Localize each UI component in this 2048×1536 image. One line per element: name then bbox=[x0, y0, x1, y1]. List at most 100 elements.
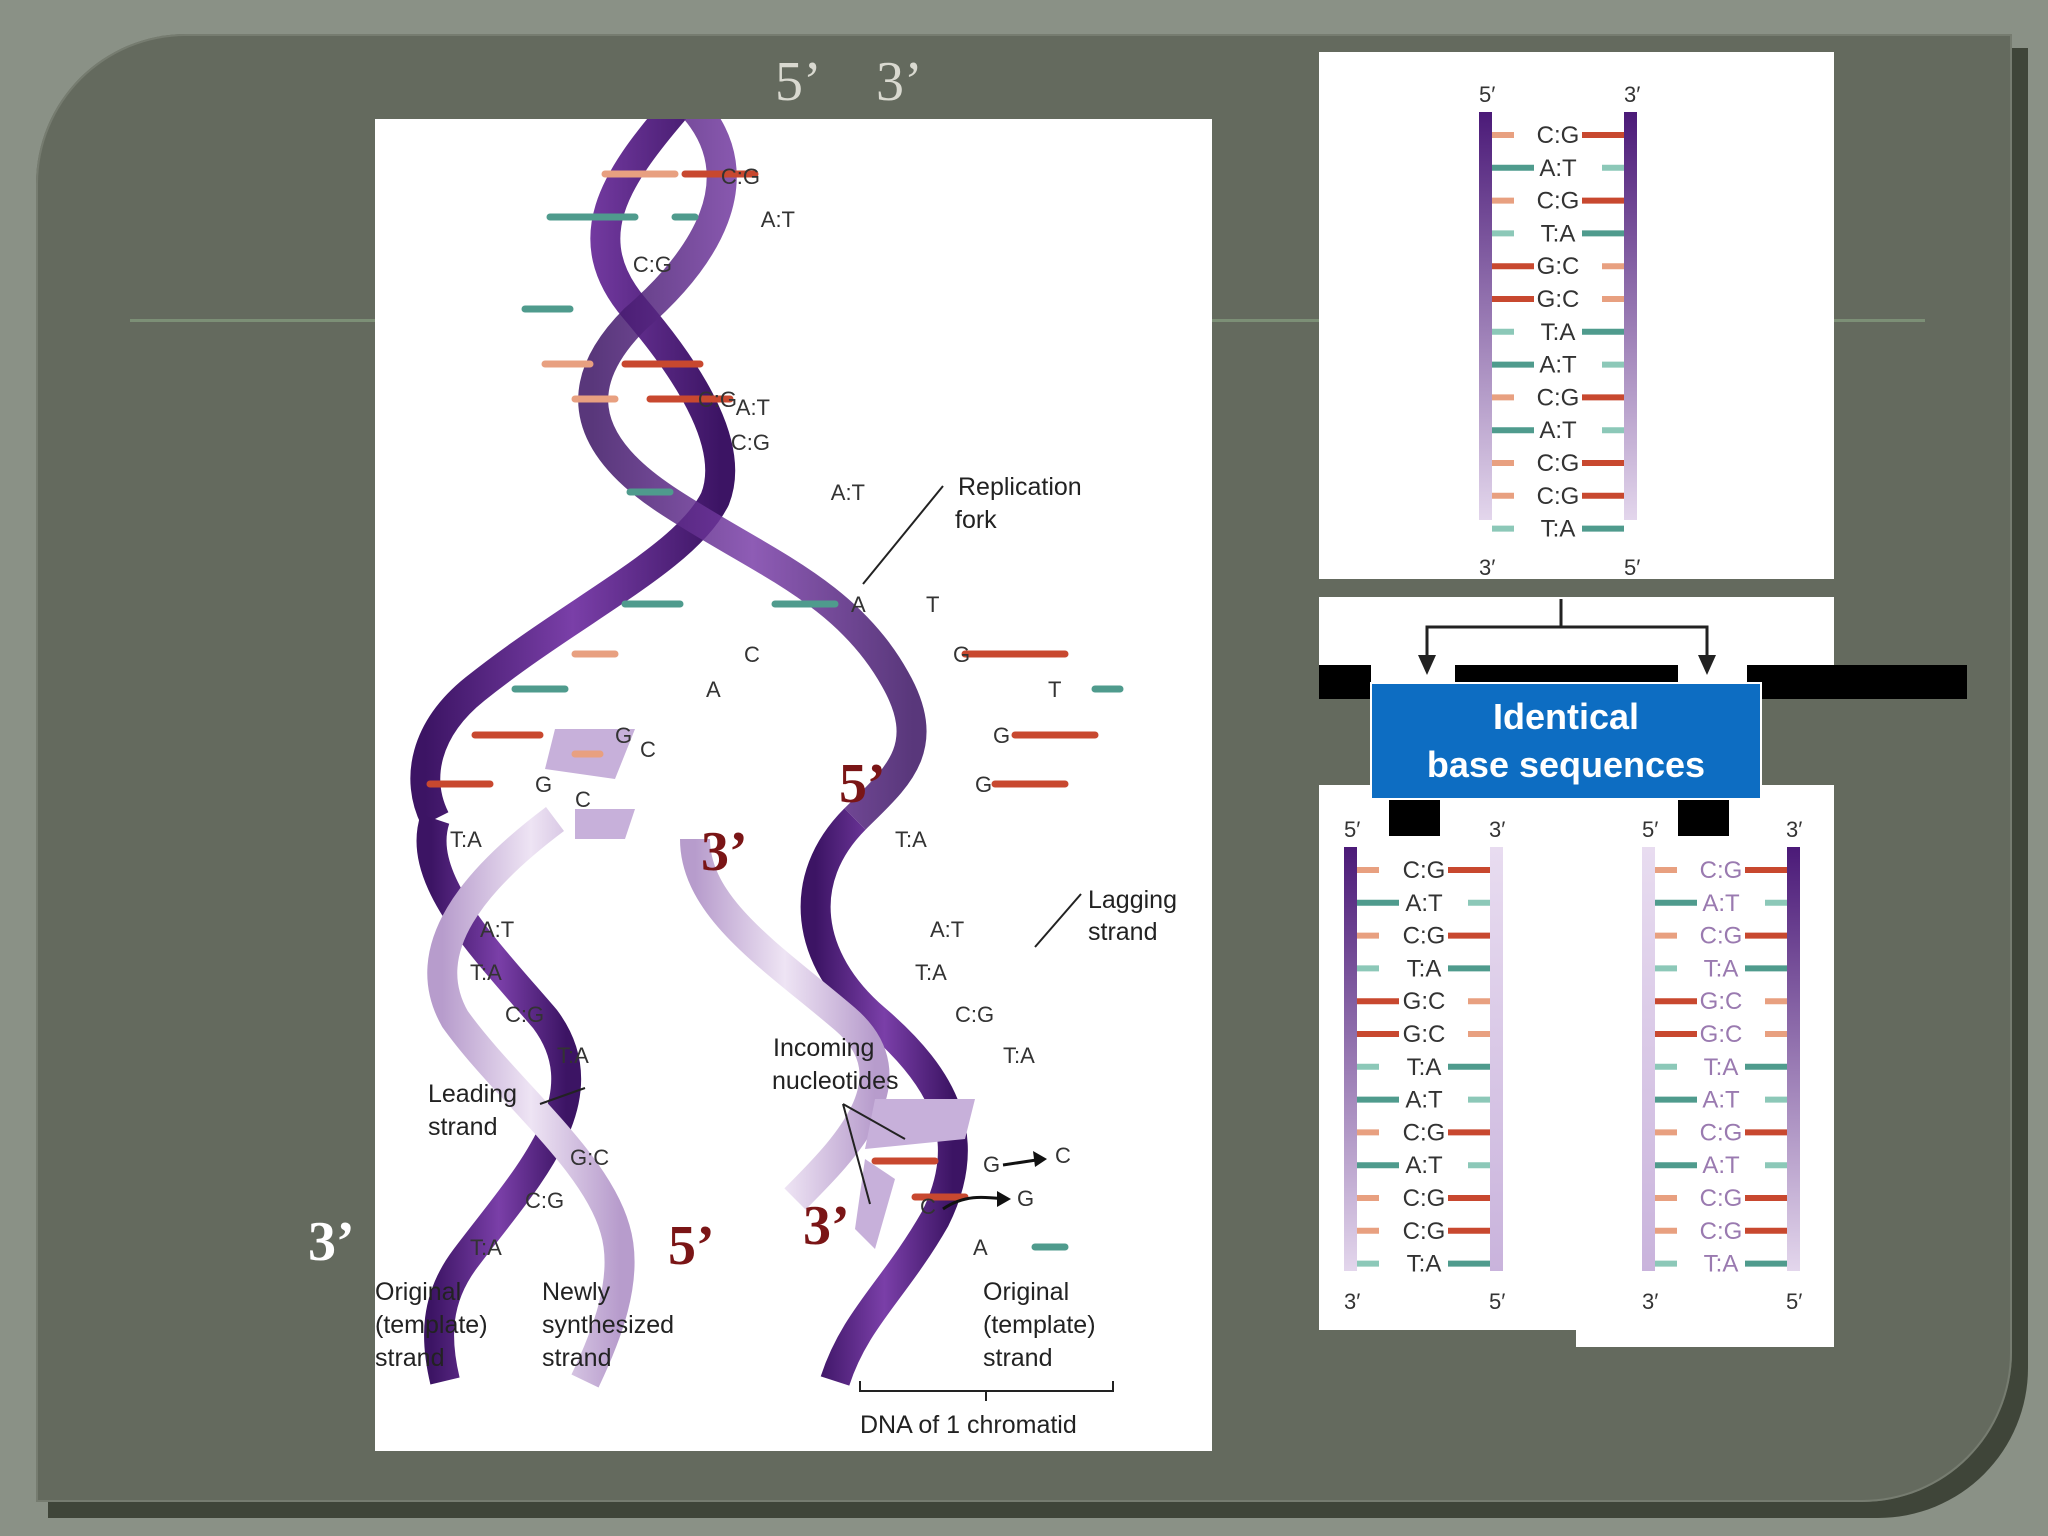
label-5-top: 5′ bbox=[1479, 82, 1495, 107]
base-pair-label: C:G bbox=[1700, 1218, 1743, 1245]
base-pair-label: G:C bbox=[1537, 286, 1580, 313]
label-3-bottom: 3′ bbox=[1344, 1289, 1360, 1314]
base-pair-label: C:G bbox=[1537, 450, 1580, 477]
base-pair-label: A:T bbox=[1702, 1087, 1740, 1114]
daughter-left-ladder: 5′ 3′ 3′ 5′ C:GA:TC:GT:AG:CG:CT:AA:TC:GA… bbox=[1344, 817, 1505, 1314]
pair-label: T:A bbox=[557, 1043, 589, 1068]
base-label: G bbox=[975, 772, 992, 797]
base-pair-label: C:G bbox=[1537, 122, 1580, 149]
replication-fork-diagram: C:G A:T C:G A:T C:G C:G A:T A C A G C G … bbox=[375, 99, 1177, 1439]
parent-helix bbox=[410, 99, 927, 830]
base-pair-label: C:G bbox=[1700, 857, 1743, 884]
arrow-down-icon bbox=[1418, 655, 1436, 675]
base-label: G bbox=[993, 723, 1010, 748]
pair-label: G:C bbox=[570, 1145, 609, 1170]
redaction-bar bbox=[1389, 800, 1440, 836]
pair-label: C:G bbox=[721, 164, 760, 189]
base-pair-label: A:T bbox=[1539, 352, 1577, 379]
left-daughter-helix bbox=[416, 807, 635, 1388]
label-5-bottom: 5′ bbox=[1489, 1289, 1505, 1314]
connector-arrows bbox=[1418, 599, 1716, 675]
base-pair-label: T:A bbox=[1407, 1054, 1442, 1081]
base-pair-label: T:A bbox=[1704, 955, 1739, 982]
base-label: C bbox=[1055, 1143, 1071, 1168]
leading-strand-label-l1: Leading bbox=[428, 1080, 517, 1108]
base-pair-label: C:G bbox=[1537, 384, 1580, 411]
left-daughter-pairs: T:A A:T T:A C:G T:A G:C C:G T:A bbox=[450, 827, 609, 1260]
pair-label: C:G bbox=[633, 252, 672, 277]
mid-right-5prime-label: 5’ bbox=[839, 753, 886, 815]
incoming-nucleotide-fragments bbox=[545, 729, 975, 1249]
arrow-head-icon bbox=[997, 1191, 1011, 1207]
base-pair-label: C:G bbox=[1403, 1185, 1446, 1212]
label-3-top: 3′ bbox=[1786, 817, 1802, 842]
original-left-label-l1: Original bbox=[375, 1278, 461, 1306]
base-pair-label: A:T bbox=[1539, 155, 1577, 182]
original-right-label-l2: (template) bbox=[983, 1311, 1096, 1339]
redaction-bar bbox=[1678, 800, 1729, 836]
base-label: A bbox=[851, 592, 866, 617]
base-pair-label: A:T bbox=[1702, 1152, 1740, 1179]
top-helix-pairs: C:G A:T C:G A:T C:G C:G A:T bbox=[633, 164, 865, 505]
right-backbone bbox=[1624, 112, 1637, 520]
redaction-bar bbox=[1319, 665, 1371, 699]
pair-label: T:A bbox=[1003, 1043, 1035, 1068]
original-left-label-l2: (template) bbox=[375, 1311, 488, 1339]
base-label: G bbox=[983, 1152, 1000, 1177]
base-label: A bbox=[973, 1235, 988, 1260]
top-5prime-label: 5’ bbox=[775, 51, 822, 113]
base-label: C bbox=[575, 787, 591, 812]
base-pair-label: T:A bbox=[1704, 1251, 1739, 1278]
daughter-right-ladder: 5′ 3′ 3′ 5′ C:GA:TC:GT:AG:CG:CT:AA:TC:GA… bbox=[1642, 817, 1802, 1314]
incoming-nucleotides-label-l1: Incoming bbox=[773, 1034, 874, 1062]
base-pair-label: C:G bbox=[1700, 1185, 1743, 1212]
pair-label: T:A bbox=[915, 960, 947, 985]
pair-label: T:A bbox=[895, 827, 927, 852]
base-pair-rungs bbox=[426, 170, 1124, 1251]
base-pair-label: T:A bbox=[1541, 220, 1576, 247]
incoming-nucleotides: G C C G A bbox=[920, 1143, 1071, 1260]
label-3-bottom: 3′ bbox=[1642, 1289, 1658, 1314]
pair-label: T:A bbox=[450, 827, 482, 852]
base-pair-label: C:G bbox=[1700, 923, 1743, 950]
top-3prime-label: 3’ bbox=[876, 51, 923, 113]
original-left-label-l3: strand bbox=[375, 1344, 444, 1372]
base-pair-label: C:G bbox=[1537, 483, 1580, 510]
label-5-bottom: 5′ bbox=[1786, 1289, 1802, 1314]
original-right-label-l1: Original bbox=[983, 1278, 1069, 1306]
arrow-head-icon bbox=[1033, 1151, 1047, 1167]
arrow-down-icon bbox=[1698, 655, 1716, 675]
identical-box-line2: base sequences bbox=[1426, 744, 1706, 785]
base-label: C bbox=[744, 642, 760, 667]
base-pair-label: G:C bbox=[1403, 1021, 1446, 1048]
mid-left-3prime-label: 3’ bbox=[701, 821, 748, 883]
pair-label: T:A bbox=[470, 960, 502, 985]
newly-synthesized-label-l2: synthesized bbox=[542, 1311, 674, 1339]
base-pair-label: A:T bbox=[1702, 890, 1740, 917]
left-backbone bbox=[1479, 112, 1492, 520]
pair-label: T:A bbox=[470, 1235, 502, 1260]
newly-synthesized-label-l3: strand bbox=[542, 1344, 611, 1372]
base-pair-label: T:A bbox=[1541, 319, 1576, 346]
base-label: T bbox=[926, 592, 939, 617]
identical-box-line1: Identical bbox=[1492, 696, 1640, 737]
base-pair-label: G:C bbox=[1700, 1021, 1743, 1048]
base-pair-label: A:T bbox=[1539, 417, 1577, 444]
label-5-bottom: 5′ bbox=[1624, 555, 1640, 579]
original-right-label-l3: strand bbox=[983, 1344, 1052, 1372]
redaction-bar bbox=[1747, 665, 1967, 699]
label-3-bottom: 3′ bbox=[1479, 555, 1495, 579]
base-label: C bbox=[640, 737, 656, 762]
base-label: A bbox=[706, 677, 721, 702]
base-pair-label: C:G bbox=[1403, 857, 1446, 884]
newly-synthesized-label-l1: Newly bbox=[542, 1278, 611, 1306]
pair-label: C:G bbox=[505, 1002, 544, 1027]
base-pair-label: A:T bbox=[1405, 890, 1443, 917]
bottom-left-3prime-label: 3’ bbox=[308, 1211, 355, 1273]
base-label: T bbox=[1048, 677, 1061, 702]
base-label: G bbox=[535, 772, 552, 797]
right-daughter-pairs: T:A A:T T:A C:G T:A bbox=[895, 827, 1035, 1068]
base-pair-label: C:G bbox=[1403, 1119, 1446, 1146]
leading-strand-label-l2: strand bbox=[428, 1113, 497, 1141]
